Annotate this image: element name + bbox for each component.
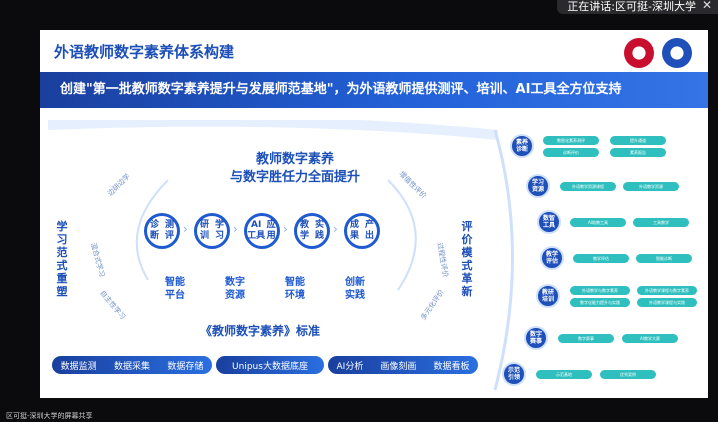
- stage-teaching: 教学实践: [294, 213, 330, 249]
- pillar-resources: 数字资源: [225, 277, 245, 301]
- standard-label: 《教师数字素养》标准: [200, 324, 321, 338]
- node-pill: 数字化能力提升与实践: [570, 298, 630, 307]
- bar-item: 数据监测: [60, 361, 97, 372]
- pillar-platform: 智能平台: [165, 277, 185, 301]
- node-pill: 示范基地: [536, 370, 592, 379]
- node-tools: 数智工具: [537, 210, 561, 234]
- node-pill: 外语教学与数字素养: [570, 286, 630, 295]
- stage-diagnose: 诊断测评: [144, 213, 180, 249]
- node-competition: 数字赛事: [524, 326, 548, 350]
- bar-item: 数据看板: [433, 361, 470, 372]
- bar-item: 数据存储: [167, 361, 204, 372]
- node-pill: 数字赛事: [558, 334, 614, 343]
- node-pill: 外语教学资源课程: [560, 182, 616, 191]
- data-bar-left: 数据监测 数据采集 数据存储: [52, 356, 212, 374]
- timeline-curve: [493, 129, 514, 391]
- node-pill: AI助教工具: [570, 218, 626, 227]
- node-pill: 数智化素养测评: [543, 136, 599, 145]
- node-resources: 学习资源: [526, 174, 550, 198]
- node-pill: 教学评估: [573, 254, 629, 263]
- pillar-environment: 智能环境: [285, 277, 305, 301]
- left-side-label: 学习范式重塑: [56, 220, 68, 298]
- data-bar-center: Unipus大数据底座: [216, 356, 324, 374]
- stage-ai-tools: AI工具应用: [244, 213, 280, 249]
- node-pill: 诊断评价: [543, 148, 599, 157]
- node-pill: 外语教学课程与实践: [637, 298, 697, 307]
- close-icon[interactable]: ✕: [701, 0, 712, 12]
- slide-title: 外语教师数字素养体系构建: [54, 43, 235, 61]
- chevron-right-icon: ›: [183, 222, 188, 236]
- node-evaluation: 教学评估: [540, 246, 564, 270]
- center-title-line1: 教师数字素养: [255, 152, 334, 167]
- university-logos: [624, 38, 696, 68]
- node-pill: AI教学大赛: [622, 334, 678, 343]
- active-speaker-indicator: 正在讲话:区可挺-深圳大学 ✕: [557, 0, 718, 14]
- chevron-right-icon: ›: [233, 222, 238, 236]
- speaker-name: 区可挺-深圳大学: [615, 0, 696, 13]
- node-training: 教研培训: [536, 284, 560, 308]
- arc-decorations: [48, 120, 498, 291]
- data-bar-right: AI分析 画像刻画 数据看板: [328, 356, 478, 374]
- node-pill: 提升通道: [610, 136, 666, 145]
- speaker-prefix: 正在讲话:: [567, 0, 616, 13]
- right-side-label: 评价模式革新: [461, 220, 473, 298]
- shared-slide: 外语教师数字素养体系构建 创建"第一批教师数字素养提升与发展师范基地"，为外语教…: [40, 30, 708, 398]
- university-logo-icon: [624, 38, 654, 68]
- partner-logo-icon: [662, 38, 692, 68]
- bar-item: 画像刻画: [380, 361, 417, 372]
- chevron-right-icon: ›: [283, 222, 288, 236]
- node-pill: 智能诊断: [636, 254, 692, 263]
- node-pill: 优秀案例: [600, 370, 656, 379]
- bar-item: AI分析: [336, 361, 364, 372]
- bar-item: 数据采集: [113, 361, 150, 372]
- screen-share-caption: 区可挺-深圳大学的屏幕共享: [6, 412, 93, 420]
- node-pill: 工具教学: [633, 218, 689, 227]
- center-title-line2: 与数字胜任力全面提升: [229, 170, 360, 185]
- node-pill: 外语教学资源: [623, 182, 679, 191]
- node-literacy: 素养诊断: [510, 134, 534, 158]
- slide-banner: 创建"第一批教师数字素养提升与发展师范基地"，为外语教师提供测评、培训、AI工具…: [40, 72, 708, 108]
- node-pill: 素养报告: [610, 148, 666, 157]
- node-pill: 外语教学课程与数字素养: [637, 286, 697, 295]
- pillar-practice: 创新实践: [345, 277, 365, 301]
- node-demonstration: 示范引领: [502, 362, 526, 386]
- framework-diagram: [48, 120, 498, 360]
- stage-training: 研训学习: [194, 213, 230, 249]
- stage-output: 成果产出: [344, 213, 380, 249]
- chevron-right-icon: ›: [333, 222, 338, 236]
- bar-item: Unipus大数据底座: [232, 361, 308, 372]
